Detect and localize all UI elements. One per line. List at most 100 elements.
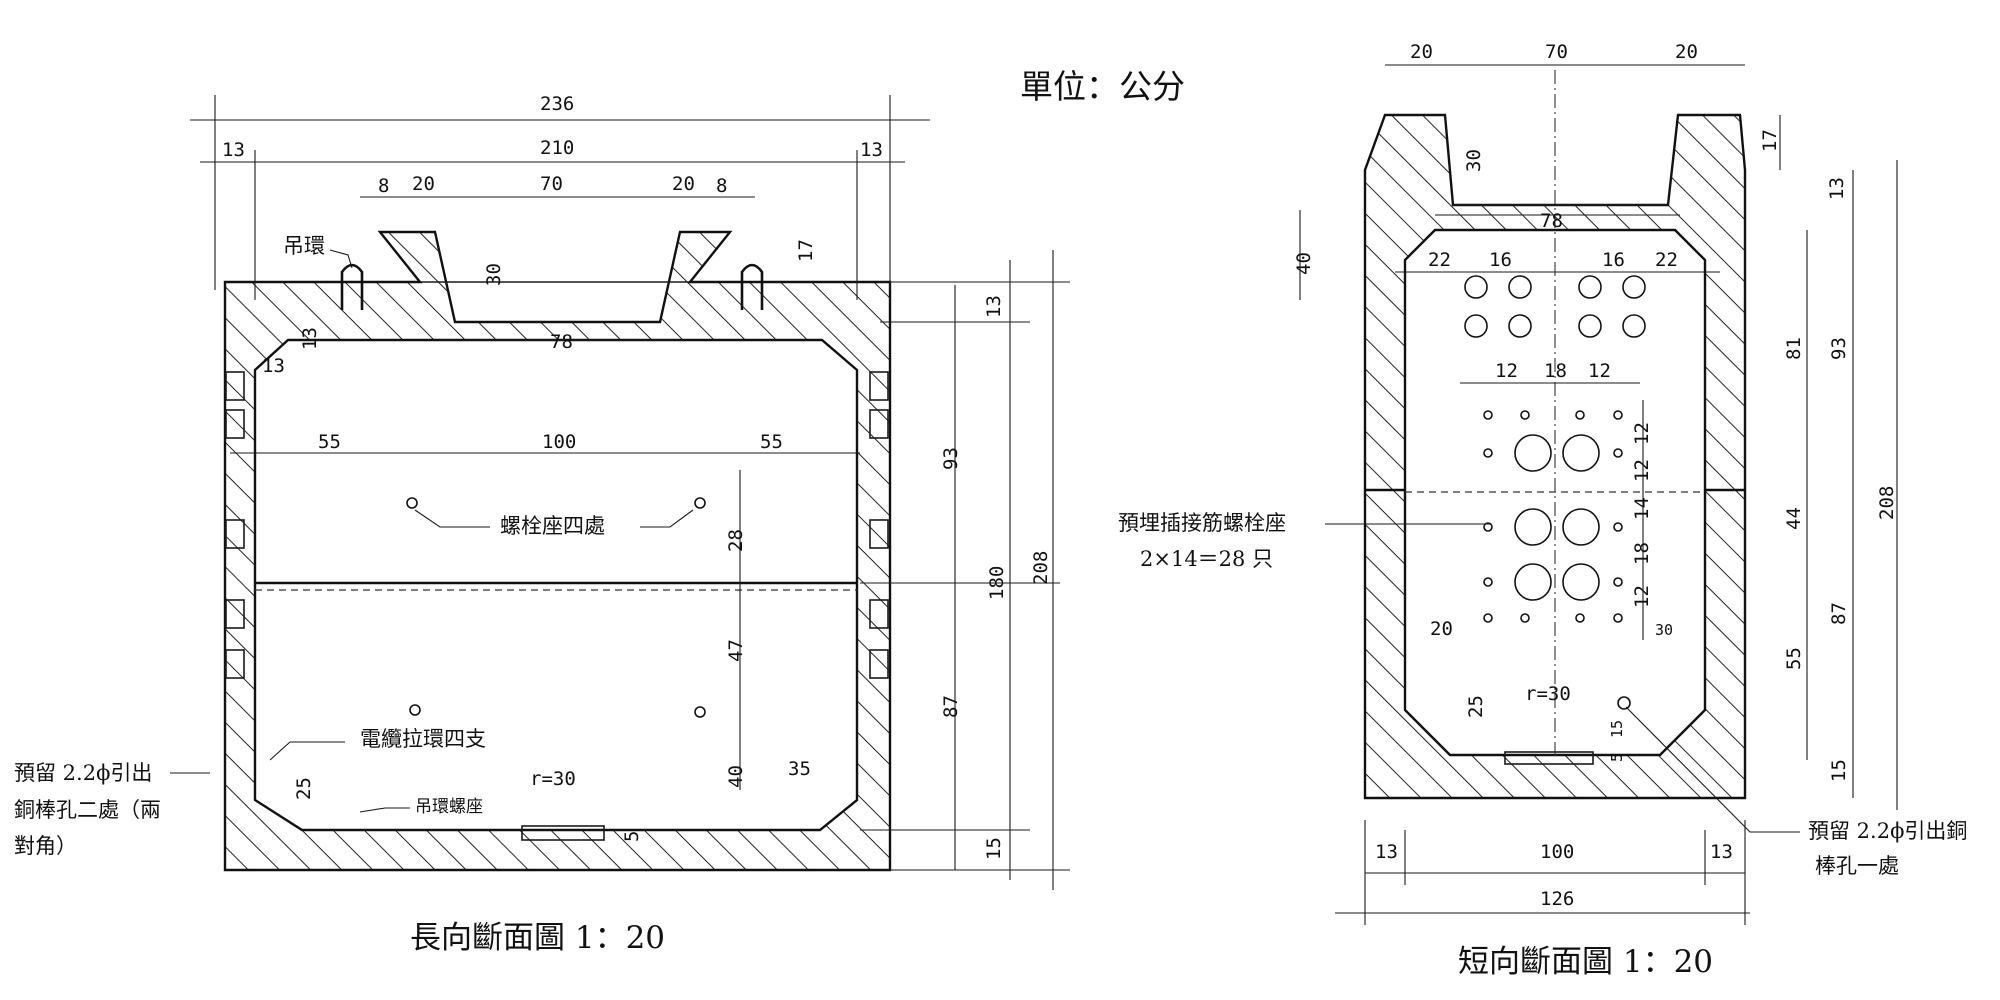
short-dim-12-right: 12 xyxy=(1588,360,1611,382)
label-reserved-hole-3: 對角） xyxy=(14,834,77,858)
dim-28: 28 xyxy=(725,529,747,552)
short-holes-large xyxy=(1464,275,1646,601)
short-dim-13-right: 13 xyxy=(1710,841,1733,863)
short-dim-12-left: 12 xyxy=(1495,360,1518,382)
dim-right-87: 87 xyxy=(940,695,962,718)
short-dim-20-right: 20 xyxy=(1675,41,1698,63)
short-dim-20-left: 20 xyxy=(1410,41,1433,63)
short-dim-v14: 14 xyxy=(1631,497,1653,520)
short-dim-30b: 30 xyxy=(1655,621,1673,639)
dim-right-208: 208 xyxy=(1030,551,1052,585)
short-dim-22-left: 22 xyxy=(1428,249,1451,271)
dim-right-93: 93 xyxy=(940,447,962,470)
dim-40: 40 xyxy=(725,765,747,788)
long-section-title: 長向斷面圖 1：20 xyxy=(410,920,665,956)
long-side-inserts-right xyxy=(869,371,889,679)
short-dim-25: 25 xyxy=(1465,695,1487,718)
label-embedded-bolt-2: 2×14＝28 只 xyxy=(1140,547,1273,571)
short-dim-40: 40 xyxy=(1293,252,1315,275)
label-short-reserved-2: 棒孔一處 xyxy=(1815,854,1899,878)
dim-right-180: 180 xyxy=(986,566,1008,600)
dim-13-chamfer-h: 13 xyxy=(262,355,285,377)
leader-bolt-seat-left xyxy=(414,509,490,528)
dim-20-right: 20 xyxy=(672,173,695,195)
label-reserved-hole-2: 銅棒孔二處（兩 xyxy=(14,798,161,822)
short-dim-v12a: 12 xyxy=(1631,422,1653,445)
dim-70: 70 xyxy=(540,173,563,195)
label-cable-pull-ring: 電纜拉環四支 xyxy=(360,727,486,751)
short-dim-v12b: 12 xyxy=(1631,459,1653,482)
label-embedded-bolt-1: 預埋插接筋螺栓座 xyxy=(1118,511,1286,535)
dim-5: 5 xyxy=(621,831,643,842)
short-section-title: 短向斷面圖 1：20 xyxy=(1458,944,1713,980)
short-dim-100: 100 xyxy=(1540,841,1574,863)
label-bolt-seat-four: 螺栓座四處 xyxy=(500,514,605,538)
dim-47: 47 xyxy=(725,639,747,662)
bolt-seat-3 xyxy=(409,704,421,716)
long-section-drawing: 236 210 13 13 8 20 70 20 8 17 30 13 13 7… xyxy=(14,93,1070,956)
short-dim-18: 18 xyxy=(1544,360,1567,382)
lift-ring-left xyxy=(340,263,364,310)
leader-short-reserved xyxy=(1625,706,1800,833)
short-dim-44: 44 xyxy=(1783,507,1805,530)
dim-55-right: 55 xyxy=(760,431,783,453)
bolt-seat-1 xyxy=(406,497,418,509)
short-dim-v18: 18 xyxy=(1631,542,1653,565)
dim-13-left: 13 xyxy=(222,139,245,161)
short-dim-15r: 15 xyxy=(1828,759,1850,782)
short-dim-v12c: 12 xyxy=(1631,585,1653,608)
short-holes-small xyxy=(1483,410,1631,710)
long-side-inserts-left xyxy=(225,371,245,679)
dim-25: 25 xyxy=(293,777,315,800)
r30-label: r=30 xyxy=(530,768,576,790)
bolt-seat-2 xyxy=(694,497,706,509)
long-sump xyxy=(521,825,605,841)
dim-20-left: 20 xyxy=(412,173,435,195)
short-dim-78: 78 xyxy=(1540,210,1563,232)
dim-100: 100 xyxy=(542,431,576,453)
label-lifting-ring: 吊環 xyxy=(283,234,325,258)
short-dim-81: 81 xyxy=(1783,337,1805,360)
dim-236: 236 xyxy=(540,93,574,115)
short-dim-13: 13 xyxy=(1826,177,1848,200)
dim-8-left: 8 xyxy=(378,175,389,197)
short-dim-20: 20 xyxy=(1430,618,1453,640)
short-dim-208: 208 xyxy=(1876,486,1898,520)
dim-35: 35 xyxy=(788,758,811,780)
label-lift-ring-bolt: 吊環螺座 xyxy=(415,797,483,817)
label-short-reserved-1: 預留 2.2ϕ引出銅 xyxy=(1808,819,1967,843)
unit-label: 單位：公分 xyxy=(1020,67,1185,106)
dim-13-right: 13 xyxy=(860,139,883,161)
short-dim-30: 30 xyxy=(1463,149,1485,172)
short-dim-17: 17 xyxy=(1759,129,1781,152)
short-dim-22-right: 22 xyxy=(1655,249,1678,271)
short-dim-55: 55 xyxy=(1783,647,1805,670)
dim-13-chamfer-v: 13 xyxy=(299,327,321,350)
short-dim-16-right: 16 xyxy=(1602,249,1625,271)
bolt-seat-4 xyxy=(694,706,706,718)
short-dim-13-left: 13 xyxy=(1375,841,1398,863)
dim-right-15: 15 xyxy=(983,837,1005,860)
short-dim-126: 126 xyxy=(1540,888,1574,910)
leader-lifting-ring xyxy=(329,249,353,269)
short-dim-5: 5 xyxy=(1608,753,1626,762)
lift-ring-right xyxy=(740,263,764,310)
short-dim-87: 87 xyxy=(1828,602,1850,625)
short-r30-label: r=30 xyxy=(1525,683,1571,705)
dim-right-13: 13 xyxy=(983,295,1005,318)
dim-30: 30 xyxy=(483,263,505,286)
leader-cable-ring xyxy=(269,741,345,761)
dim-55-left: 55 xyxy=(318,431,341,453)
short-dim-70: 70 xyxy=(1545,41,1568,63)
dim-210: 210 xyxy=(540,137,574,159)
short-dim-16-left: 16 xyxy=(1489,249,1512,271)
short-dim-15: 15 xyxy=(1608,720,1626,738)
short-sump xyxy=(1504,751,1594,765)
leader-bolt-seat-right xyxy=(640,509,694,528)
short-section-wall xyxy=(1363,113,1747,800)
dim-78: 78 xyxy=(550,331,573,353)
dim-17: 17 xyxy=(795,239,817,262)
label-reserved-hole-1: 預留 2.2ϕ引出 xyxy=(14,761,152,785)
dim-8-right: 8 xyxy=(716,175,727,197)
